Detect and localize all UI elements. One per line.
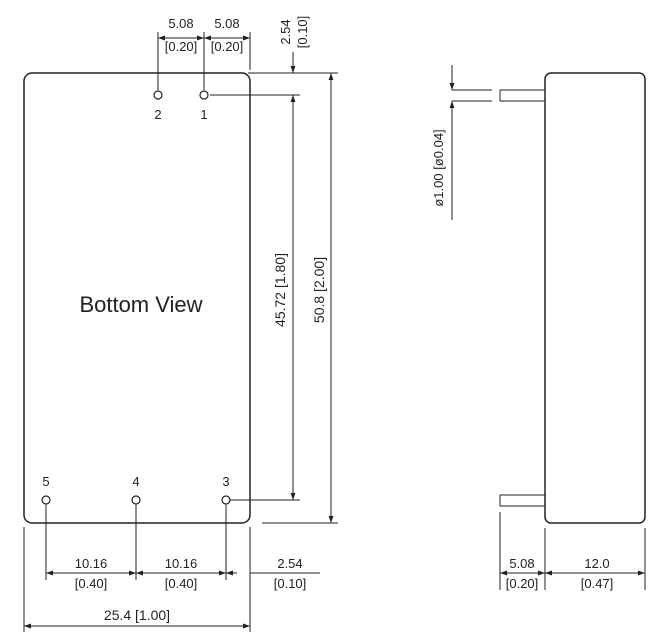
pin-label-4: 4 xyxy=(132,474,139,489)
side-pin-top xyxy=(452,89,545,102)
dim-body-width: 25.4 [1.00] xyxy=(104,607,170,623)
pin-4 xyxy=(131,495,141,505)
dim-bottom-pitch-b-in: [0.40] xyxy=(165,576,198,591)
view-title: Bottom View xyxy=(79,292,202,317)
dim-bottom-pitch-a-mm: 10.16 xyxy=(75,556,108,571)
dimension-body-width: 25.4 [1.00] xyxy=(24,607,250,629)
dim-top-pitch-b-in: [0.20] xyxy=(211,39,244,54)
dim-top-offset-in: [0.10] xyxy=(295,16,310,49)
side-pin-bottom xyxy=(499,494,545,507)
dimension-pin-span-vertical: 45.72 [1.80] xyxy=(230,95,300,501)
dim-top-pitch-a-mm: 5.08 xyxy=(168,16,193,31)
pin-5 xyxy=(41,495,51,505)
dim-bottom-offset-mm: 2.54 xyxy=(277,556,302,571)
dim-bottom-pitch-b-mm: 10.16 xyxy=(165,556,198,571)
module-body-side-view xyxy=(544,72,646,524)
dim-pin-diameter: ø1.00 [ø0.04] xyxy=(431,129,446,206)
dimension-body-length: 50.8 [2.00] xyxy=(250,72,338,524)
dim-body-length: 50.8 [2.00] xyxy=(311,257,327,323)
pin-3 xyxy=(221,495,231,505)
dimension-side-bottom: 5.08 [0.20] 12.0 [0.47] xyxy=(499,512,646,591)
pin-label-5: 5 xyxy=(42,474,49,489)
dim-body-height-in: [0.47] xyxy=(581,576,614,591)
dim-pin-length-in: [0.20] xyxy=(506,576,539,591)
dim-body-height-mm: 12.0 xyxy=(584,556,609,571)
dim-pin-span-vertical: 45.72 [1.80] xyxy=(272,253,288,327)
dim-bottom-offset-in: [0.10] xyxy=(274,576,307,591)
pin-label-1: 1 xyxy=(200,107,207,122)
pin-label-3: 3 xyxy=(222,474,229,489)
dimension-bottom-pitch: 10.16 [0.40] 10.16 [0.40] 2.54 [0.10] xyxy=(23,505,320,632)
dim-top-pitch-b-mm: 5.08 xyxy=(214,16,239,31)
pin-2 xyxy=(153,90,163,100)
pin-label-2: 2 xyxy=(154,107,161,122)
pin-1 xyxy=(199,90,209,100)
dimension-top-pitch: 5.08 [0.20] 5.08 [0.20] xyxy=(157,16,251,90)
dim-top-offset-mm: 2.54 xyxy=(278,19,293,44)
dim-pin-length-mm: 5.08 xyxy=(509,556,534,571)
dimension-pin-diameter: ø1.00 [ø0.04] xyxy=(431,65,455,220)
dim-top-pitch-a-in: [0.20] xyxy=(165,39,198,54)
module-body-bottom-view xyxy=(23,72,251,524)
dimension-top-offset: 2.54 [0.10] xyxy=(210,16,310,96)
dim-bottom-pitch-a-in: [0.40] xyxy=(75,576,108,591)
